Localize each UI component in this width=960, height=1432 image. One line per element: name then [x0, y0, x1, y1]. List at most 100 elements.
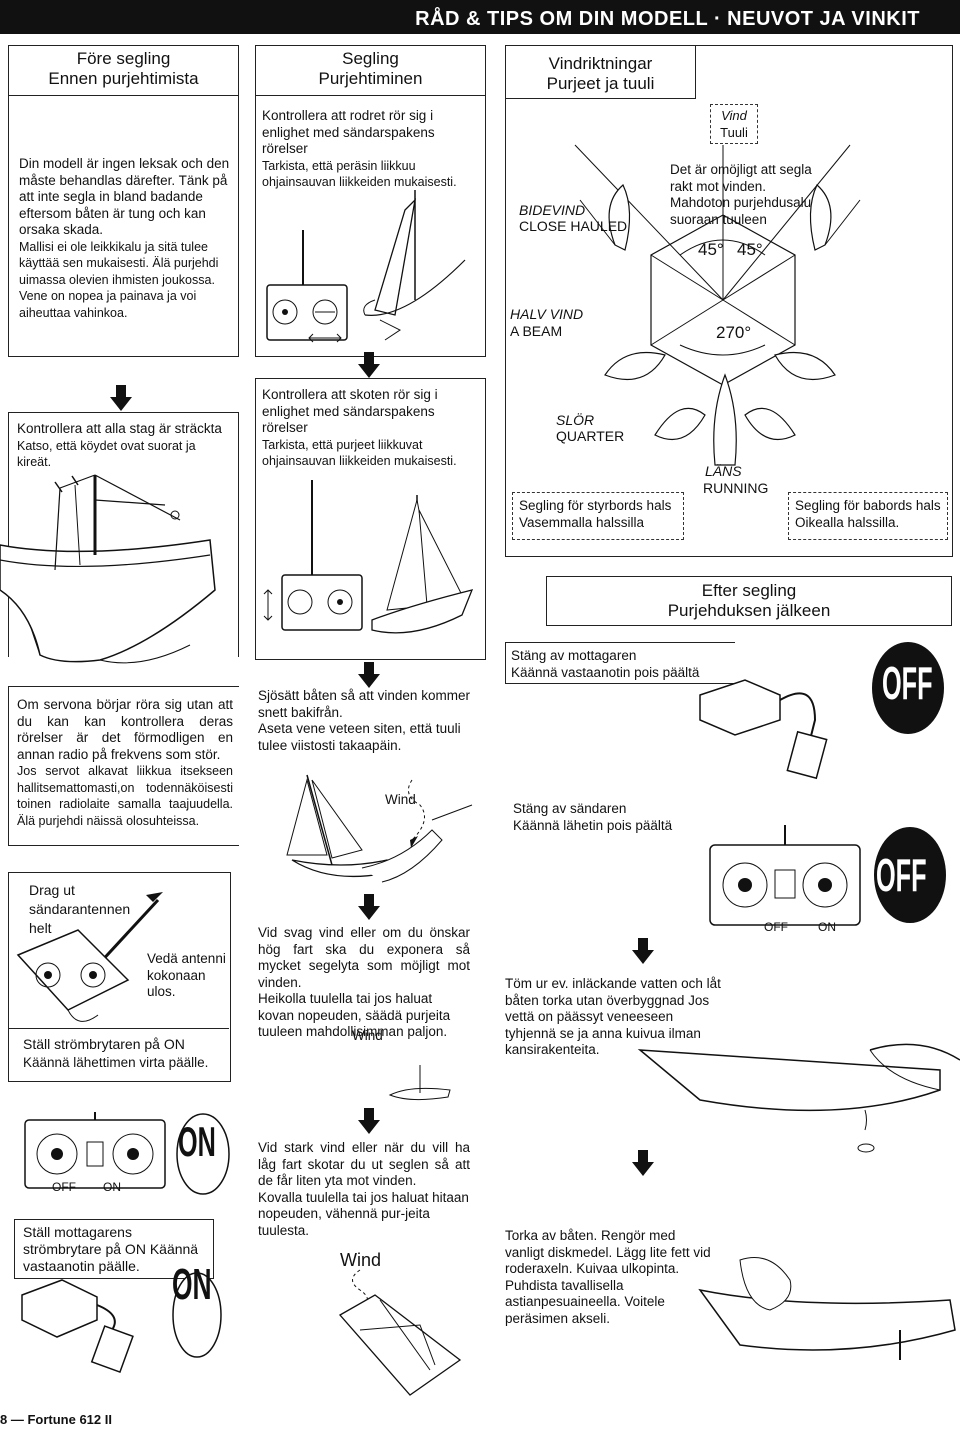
- launch-wind-label: Wind: [385, 792, 416, 807]
- starboard-fi: Vasemmalla halssilla: [519, 515, 645, 530]
- tx-off-fi: Käännä lähetin pois päältä: [513, 818, 673, 833]
- before-text-fi: Mallisi ei ole leikkikalu ja sitä tulee …: [19, 239, 219, 320]
- light-wind-label: Wind: [352, 1028, 383, 1043]
- port-tack-box: Segling för babords hals Oikealla halssi…: [788, 492, 948, 540]
- boat-hull-illustration: [0, 474, 216, 664]
- wind-title-fi: Purjeet ja tuuli: [546, 74, 655, 93]
- antenna-title: Drag ut sändarantennen helt: [29, 882, 131, 936]
- tx-on-label: ON: [103, 1180, 121, 1194]
- sailing-title-fi: Purjehtiminen: [318, 69, 423, 88]
- slor-label: SLÖR: [556, 412, 595, 428]
- rx-off-fi: Käännä vastaanotin pois päältä: [511, 665, 700, 680]
- arrow-down-icon: [632, 938, 654, 964]
- strong-wind-illustration: [338, 1269, 462, 1396]
- transmitter-antenna-illustration: [16, 892, 163, 1022]
- transmitter-off-text: Stäng av sändaren Käännä lähetin pois pä…: [513, 800, 713, 834]
- page-header-title: RÅD & TIPS OM DIN MODELL · NEUVOT JA VIN…: [415, 8, 920, 30]
- after-title-fi: Purjehduksen jälkeen: [667, 601, 831, 620]
- arrow-down-icon: [358, 662, 380, 688]
- servo-text-fi: Jos servot alkavat liikkua itsekseen hal…: [17, 764, 233, 828]
- clean-illustration: [698, 1257, 956, 1360]
- sailing-title-sv: Segling: [342, 49, 399, 68]
- receiver-off-illustration: [699, 642, 944, 780]
- wind-impossible-text: Det är omöjligt att segla rakt mot vinde…: [670, 162, 830, 228]
- before-title-sv: Före segling: [76, 49, 171, 68]
- angle-45-left: 45°: [698, 240, 724, 259]
- rx-on-text: Ställ mottagarens strömbrytare på ON Kää…: [23, 1224, 199, 1274]
- stays-text-sv: Kontrollera att alla stag är sträckta: [17, 421, 222, 436]
- tx-big-on: ON: [178, 1118, 216, 1165]
- wind-title-sv: Vindriktningar: [548, 54, 653, 73]
- wind-impossible-sv: Det är omöjligt att segla rakt mot vinde…: [670, 162, 812, 194]
- after-title-sv: Efter segling: [701, 581, 797, 600]
- starboard-sv: Segling för styrbords hals: [519, 498, 672, 513]
- wind-diagram: [574, 144, 861, 466]
- wind-header: Vindriktningar Purjeet ja tuuli: [506, 46, 696, 99]
- before-sailing-header: Före segling Ennen purjehtimista: [9, 46, 238, 96]
- tx-sw-on-label: ON: [818, 920, 836, 934]
- wind-tuuli-label: Tuuli: [720, 125, 748, 140]
- angle-45-right: 45°: [737, 240, 763, 259]
- running-label: RUNNING: [703, 480, 769, 496]
- tx-sw-off-label: OFF: [764, 920, 788, 934]
- sailing-text2-fi: Tarkista, että purjeet liikkuvat ohjains…: [262, 437, 457, 469]
- rx-big-on: ON: [172, 1260, 212, 1309]
- receiver-on-panel[interactable]: Ställ mottagarens strömbrytare på ON Kää…: [14, 1219, 214, 1279]
- antenna-switch-fi: Käännä lähettimen virta päälle.: [23, 1055, 209, 1070]
- sailing-text1-sv: Kontrollera att rodret rör sig i enlighe…: [262, 108, 435, 156]
- rx-off-sv: Stäng av mottagaren: [511, 648, 637, 663]
- sailing-text2-sv: Kontrollera att skoten rör sig i enlighe…: [262, 387, 438, 435]
- bidevind-label: BIDEVIND: [519, 202, 586, 218]
- arrow-down-icon: [358, 1108, 380, 1134]
- transmitter-off-illustration: [709, 825, 946, 926]
- arrow-down-icon: [632, 1150, 654, 1176]
- antenna-switch-sv: Ställ strömbrytaren på ON: [23, 1036, 185, 1052]
- antenna-text-fi: Vedä antenni kokonaan ulos.: [147, 951, 226, 999]
- wind-source-box: Vind Tuuli: [710, 104, 758, 144]
- port-fi: Oikealla halssilla.: [795, 515, 900, 530]
- sheets-check-illustration: [263, 480, 474, 634]
- transmitter-on-illustration: [24, 1112, 230, 1195]
- receiver-off-panel: Stäng av mottagaren Käännä vastaanotin p…: [505, 642, 735, 684]
- launch-illustration: [286, 774, 473, 883]
- before-sailing-panel: Före segling Ennen purjehtimista Din mod…: [8, 45, 239, 357]
- lans-label: LÄNS: [705, 463, 742, 479]
- light-wind-illustration: [388, 1065, 451, 1101]
- drain-illustration: [637, 1043, 960, 1153]
- arrow-down-icon: [110, 385, 132, 411]
- tx-big-off: OFF: [876, 849, 927, 901]
- quarter-label: QUARTER: [556, 428, 625, 444]
- light-wind-text-fi: Heikolla tuulella tai jos haluat kovan n…: [258, 991, 451, 1039]
- a-beam-label: A BEAM: [510, 323, 563, 339]
- close-hauled-label: CLOSE HAULED: [519, 218, 628, 234]
- clean-text: Torka av båten. Rengör med vanligt diskm…: [505, 1228, 711, 1326]
- light-wind-text-block: Vid svag vind eller om du önskar hög far…: [258, 925, 470, 1041]
- strong-wind-label: Wind: [340, 1250, 382, 1270]
- wind-directions-panel: Vindriktningar Purjeet ja tuuli: [505, 45, 953, 557]
- strong-wind-text-fi: Kovalla tuulella tai jos haluat hitaan n…: [258, 1189, 469, 1238]
- servo-warning-box: Om servona börjar röra sig utan att du k…: [8, 686, 239, 846]
- port-sv: Segling för babords hals: [795, 498, 941, 513]
- wind-vind-label: Vind: [721, 108, 747, 123]
- halv-vind-label: HALV VIND: [510, 306, 584, 322]
- arrow-down-icon: [358, 352, 380, 378]
- angle-270: 270°: [716, 323, 752, 342]
- servo-text-sv: Om servona börjar röra sig utan att du k…: [17, 697, 233, 762]
- before-title-fi: Ennen purjehtimista: [48, 69, 199, 88]
- tx-off-label: OFF: [52, 1180, 76, 1194]
- sailing-text1-fi: Tarkista, että peräsin liikkuu ohjainsau…: [262, 158, 457, 190]
- starboard-tack-box: Segling för styrbords hals Vasemmalla ha…: [512, 492, 684, 540]
- page-header: RÅD & TIPS OM DIN MODELL · NEUVOT JA VIN…: [0, 0, 960, 34]
- drain-text: Töm ur ev. inläckande vatten och låt båt…: [505, 976, 721, 1057]
- receiver-switch-illustration: [21, 1272, 222, 1374]
- sailing-header: Segling Purjehtiminen: [256, 46, 485, 96]
- light-wind-text-sv: Vid svag vind eller om du önskar hög far…: [258, 925, 470, 990]
- arrow-down-icon: [358, 894, 380, 920]
- page-footer: 8 — Fortune 612 II: [0, 1412, 112, 1427]
- before-text-sv: Din modell är ingen leksak och den måste…: [19, 156, 230, 237]
- stays-text-fi: Katso, että köydet ovat suorat ja kireät…: [17, 438, 196, 470]
- tx-off-sv: Stäng av sändaren: [513, 801, 627, 816]
- rx-big-off: OFF: [882, 657, 933, 709]
- launch-text-fi: Aseta vene veteen siten, että tuuli tule…: [258, 721, 461, 753]
- after-sailing-header: Efter segling Purjehduksen jälkeen: [546, 576, 952, 626]
